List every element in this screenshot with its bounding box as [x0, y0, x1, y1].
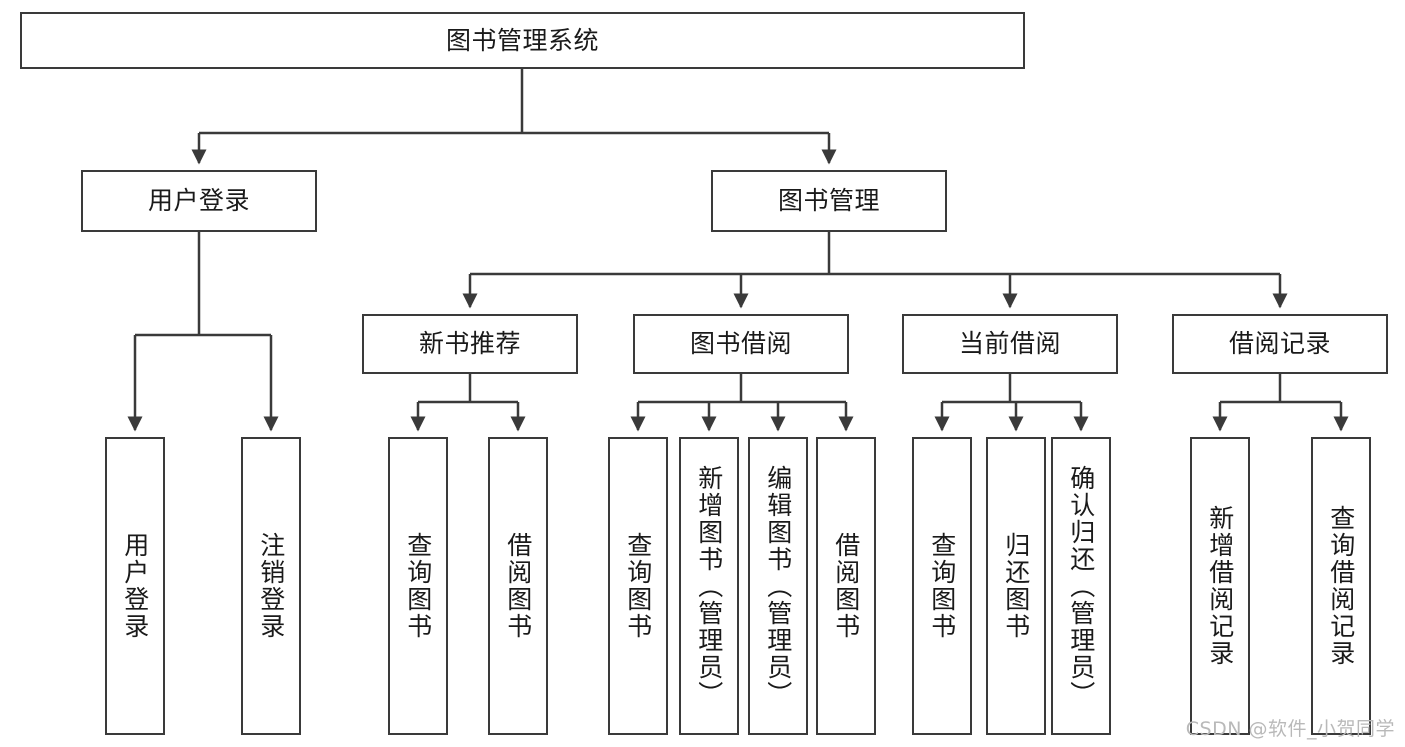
leaf-query-books-recommend[interactable]: 查询图书 — [388, 437, 448, 735]
node-book-management[interactable]: 图书管理 — [711, 170, 947, 232]
leaf-query-books-current-label: 查询图书 — [927, 532, 957, 640]
leaf-add-book-admin-label: 新增图书（管理员） — [694, 464, 724, 708]
leaf-query-borrow-record[interactable]: 查询借阅记录 — [1311, 437, 1371, 735]
leaf-edit-book-admin-label: 编辑图书（管理员） — [763, 464, 793, 708]
node-user-login-label: 用户登录 — [147, 186, 250, 216]
leaf-query-borrow-record-label: 查询借阅记录 — [1326, 505, 1356, 667]
leaf-return-book[interactable]: 归还图书 — [986, 437, 1046, 735]
node-book-borrow-label: 图书借阅 — [689, 329, 792, 359]
node-root-label: 图书管理系统 — [445, 25, 599, 55]
node-root[interactable]: 图书管理系统 — [20, 12, 1025, 69]
leaf-borrow-book[interactable]: 借阅图书 — [816, 437, 876, 735]
node-new-book-recommend[interactable]: 新书推荐 — [362, 314, 578, 374]
node-new-book-recommend-label: 新书推荐 — [418, 329, 521, 359]
leaf-query-books-current[interactable]: 查询图书 — [912, 437, 972, 735]
leaf-add-borrow-record-label: 新增借阅记录 — [1205, 505, 1235, 667]
node-borrow-record-label: 借阅记录 — [1228, 329, 1331, 359]
leaf-user-login-label: 用户登录 — [120, 532, 150, 640]
leaf-logout-label: 注销登录 — [256, 532, 286, 640]
leaf-query-books-borrow-label: 查询图书 — [623, 532, 653, 640]
leaf-add-borrow-record[interactable]: 新增借阅记录 — [1190, 437, 1250, 735]
leaf-confirm-return-admin-label: 确认归还（管理员） — [1066, 464, 1096, 708]
node-borrow-record[interactable]: 借阅记录 — [1172, 314, 1388, 374]
leaf-add-book-admin[interactable]: 新增图书（管理员） — [679, 437, 739, 735]
leaf-borrow-books-recommend-label: 借阅图书 — [503, 532, 533, 640]
leaf-logout[interactable]: 注销登录 — [241, 437, 301, 735]
leaf-confirm-return-admin[interactable]: 确认归还（管理员） — [1051, 437, 1111, 735]
leaf-user-login[interactable]: 用户登录 — [105, 437, 165, 735]
leaf-borrow-book-label: 借阅图书 — [831, 532, 861, 640]
leaf-borrow-books-recommend[interactable]: 借阅图书 — [488, 437, 548, 735]
leaf-query-books-borrow[interactable]: 查询图书 — [608, 437, 668, 735]
node-current-borrow[interactable]: 当前借阅 — [902, 314, 1118, 374]
csdn-watermark: CSDN @软件_小贺同学 — [1185, 718, 1395, 740]
node-current-borrow-label: 当前借阅 — [958, 329, 1061, 359]
node-user-login[interactable]: 用户登录 — [81, 170, 317, 232]
node-book-management-label: 图书管理 — [777, 186, 880, 216]
node-book-borrow[interactable]: 图书借阅 — [633, 314, 849, 374]
leaf-return-book-label: 归还图书 — [1001, 532, 1031, 640]
leaf-edit-book-admin[interactable]: 编辑图书（管理员） — [748, 437, 808, 735]
leaf-query-books-recommend-label: 查询图书 — [403, 532, 433, 640]
